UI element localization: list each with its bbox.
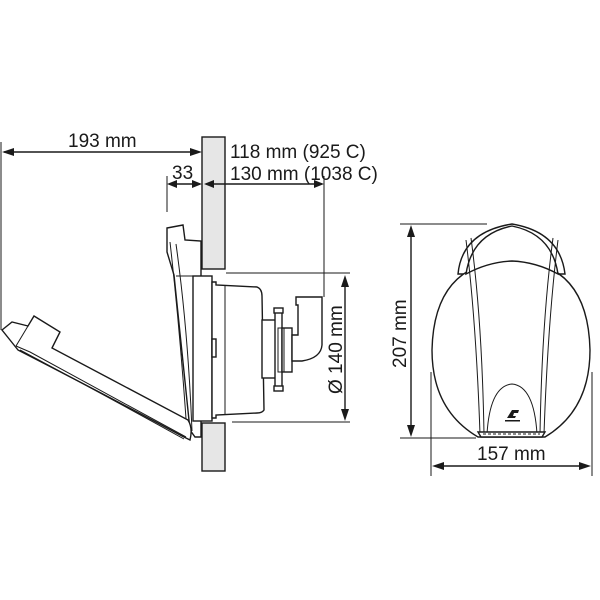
filler-body <box>431 259 591 438</box>
wall-panel-lower <box>201 422 226 472</box>
brand-logo-icon <box>505 410 520 422</box>
dim-157: 157 mm <box>477 444 546 465</box>
side-view: 193 mm 33 118 mm (925 C) 130 mm (1038 C)… <box>0 131 378 472</box>
dim-140: Ø 140 mm <box>326 305 347 394</box>
outlet-elbow <box>291 296 323 362</box>
wall-panel <box>201 136 226 270</box>
dim-33: 33 <box>172 163 193 184</box>
open-lid <box>1 315 192 442</box>
dim-118: 118 mm (925 C) <box>230 142 366 163</box>
mount-flange <box>192 275 213 422</box>
front-view: 207 mm 157 mm <box>390 223 593 476</box>
dim-207: 207 mm <box>390 299 411 368</box>
dim-130: 130 mm (1038 C) <box>230 164 378 185</box>
dim-193: 193 mm <box>68 131 137 152</box>
pump-housing <box>211 281 265 419</box>
